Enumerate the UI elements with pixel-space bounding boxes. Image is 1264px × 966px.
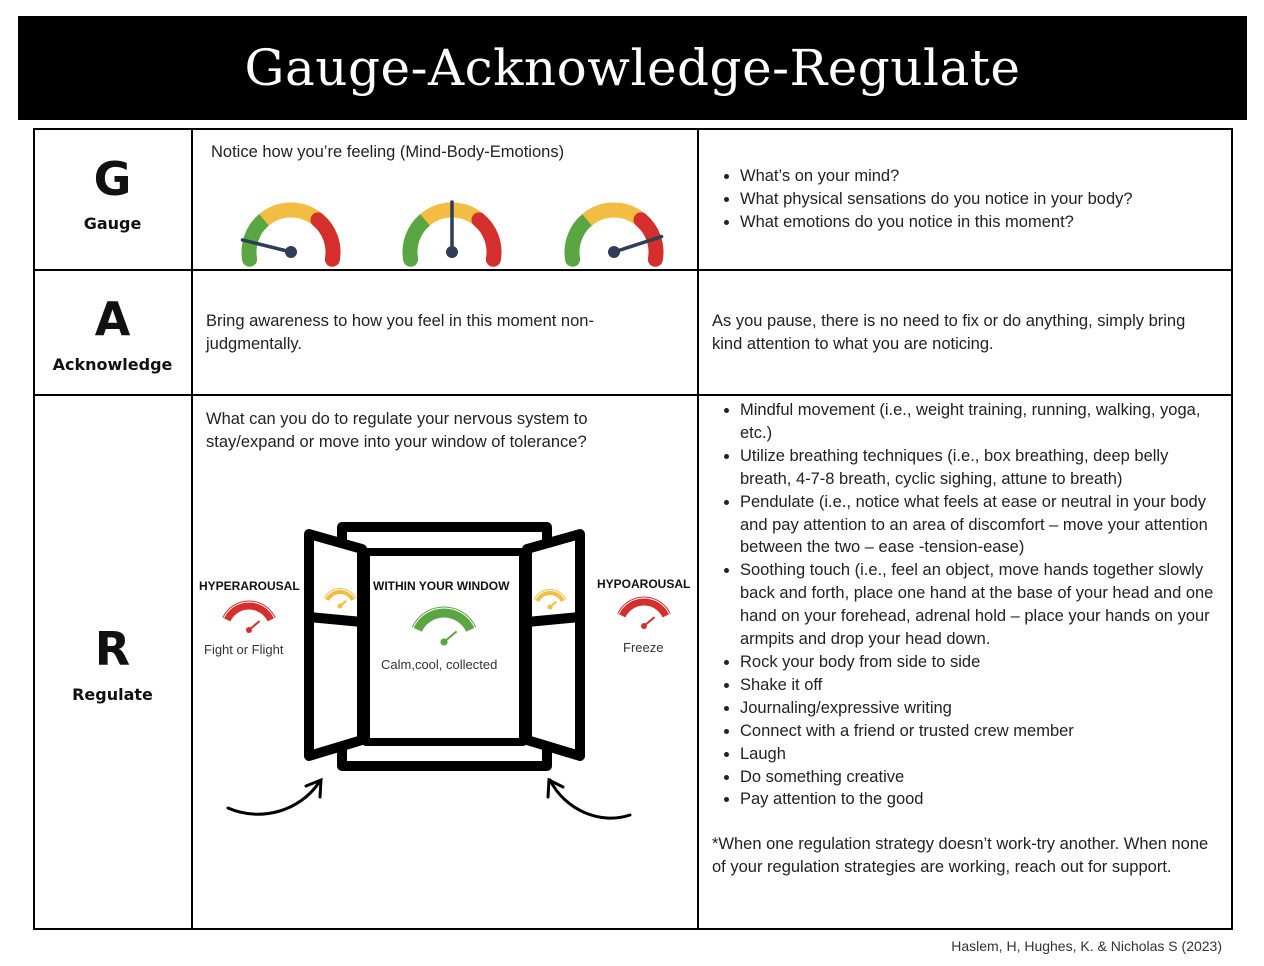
gar-table [33, 128, 1233, 930]
within-window-title: WITHIN YOUR WINDOW [373, 579, 510, 593]
small-gauge-icon [222, 600, 276, 633]
list-item: Soothing touch (i.e., feel an object, mo… [740, 559, 1224, 651]
list-item: Connect with a friend or trusted crew me… [740, 720, 1224, 743]
list-item: Do something creative [740, 766, 1224, 789]
hypoarousal-label: Freeze [623, 640, 664, 655]
hyperarousal-title: HYPERAROUSAL [199, 579, 300, 593]
letter-a: A [94, 292, 131, 346]
list-item: Rock your body from side to side [740, 651, 1224, 674]
needle-hub [446, 246, 458, 258]
regulation-note: *When one regulation strategy doesn’t wo… [712, 835, 1209, 877]
list-item: Laugh [740, 743, 1224, 766]
list-item: Shake it off [740, 674, 1224, 697]
divider [33, 269, 1233, 271]
letter-r: R [94, 622, 131, 676]
letter-g: G [93, 152, 132, 206]
small-gauge-icon [617, 596, 671, 629]
acknowledge-detail: As you pause, there is no need to fix or… [712, 312, 1186, 353]
label-gauge: Gauge [83, 214, 142, 233]
within-window-label: Calm,cool, collected [381, 657, 498, 672]
label-acknowledge: Acknowledge [52, 355, 173, 374]
divider [697, 128, 699, 930]
hypoarousal-title: HYPOAROUSAL [597, 577, 691, 591]
list-item: What’s on your mind? [740, 165, 1222, 188]
list-item: What emotions do you notice in this mome… [740, 211, 1222, 234]
needle [240, 238, 293, 254]
list-item: Mindful movement (i.e., weight training,… [740, 399, 1224, 445]
gauge-icon [564, 202, 664, 267]
arrow-icon [226, 777, 632, 820]
small-gauge-icon [533, 589, 567, 610]
gauge-questions: What’s on your mind? What physical sensa… [712, 165, 1222, 234]
page-title: Gauge-Acknowledge-Regulate [18, 16, 1247, 120]
list-item: Utilize breathing techniques (i.e., box … [740, 445, 1224, 491]
gauge-instruction: Notice how you’re feeling (Mind-Body-Emo… [211, 143, 565, 161]
list-item: What physical sensations do you notice i… [740, 188, 1222, 211]
label-regulate: Regulate [72, 685, 153, 704]
window-icon [304, 522, 585, 771]
regulation-strategies: Mindful movement (i.e., weight training,… [712, 399, 1224, 879]
divider [191, 128, 193, 930]
hyperarousal-label: Fight or Flight [204, 642, 284, 657]
citation: Haslem, H, Hughes, K. & Nicholas S (2023… [951, 938, 1222, 954]
small-gauge-icon [323, 588, 357, 609]
acknowledge-instruction: Bring awareness to how you feel in this … [206, 312, 594, 353]
gauge-icon [240, 202, 341, 267]
small-gauge-icon [411, 606, 477, 646]
list-item: Pendulate (i.e., notice what feels at ea… [740, 491, 1224, 560]
list-item: Journaling/expressive writing [740, 697, 1224, 720]
divider [33, 394, 1233, 396]
needle-hub [608, 246, 620, 258]
list-item: Pay attention to the good [740, 788, 1224, 811]
regulate-instruction: What can you do to regulate your nervous… [206, 410, 588, 451]
gauge-icon [402, 200, 502, 267]
needle-hub [285, 246, 297, 258]
needle [612, 234, 664, 254]
